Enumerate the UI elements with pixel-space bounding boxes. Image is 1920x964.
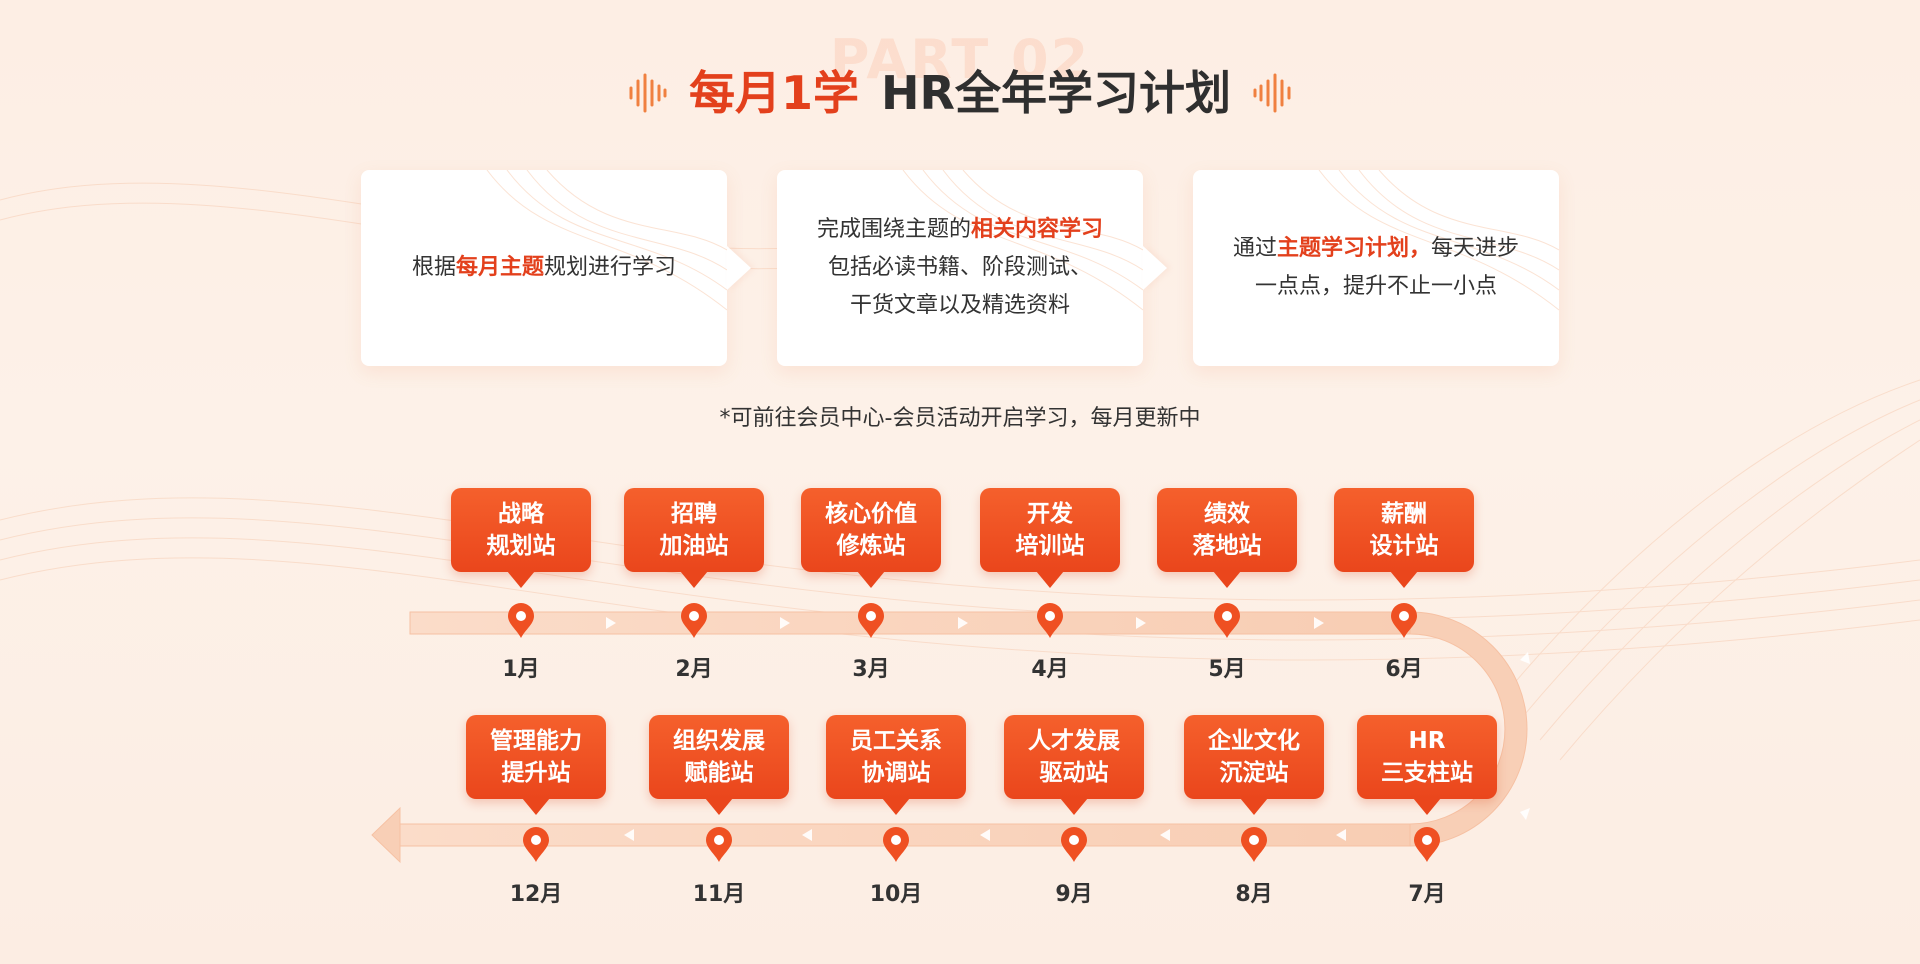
month-label: 9月 bbox=[1055, 882, 1093, 907]
card-arrow bbox=[1143, 246, 1167, 290]
station-training[interactable]: 开发培训站 bbox=[980, 488, 1120, 588]
card-2-highlight: 相关内容学习 bbox=[971, 217, 1104, 242]
card-step-3: 通过主题学习计划，每天进步 一点点，提升不止一小点 bbox=[1193, 170, 1559, 366]
month-label: 7月 bbox=[1408, 882, 1446, 907]
month-label: 8月 bbox=[1235, 882, 1273, 907]
sound-wave-icon bbox=[1253, 73, 1291, 113]
station-employee-relations[interactable]: 员工关系协调站 bbox=[826, 715, 966, 815]
location-pin-dot bbox=[891, 835, 901, 845]
month-label: 1月 bbox=[502, 657, 540, 682]
location-pin-dot bbox=[1222, 611, 1232, 621]
card-3-highlight: 主题学习计划， bbox=[1276, 236, 1431, 261]
station-talent-development[interactable]: 人才发展驱动站 bbox=[1004, 715, 1144, 815]
location-pin-dot bbox=[689, 611, 699, 621]
month-label: 6月 bbox=[1385, 657, 1423, 682]
card-step-2: 完成围绕主题的相关内容学习 包括必读书籍、阶段测试、 干货文章以及精选资料 bbox=[777, 170, 1167, 366]
location-pin-dot bbox=[1249, 835, 1259, 845]
title-main: HR全年学习计划 bbox=[881, 66, 1231, 120]
station-culture[interactable]: 企业文化沉淀站 bbox=[1184, 715, 1324, 815]
month-label: 4月 bbox=[1031, 657, 1069, 682]
card-step-1: 根据每月主题规划进行学习 bbox=[361, 170, 751, 366]
location-pin-dot bbox=[531, 835, 541, 845]
location-pin-dot bbox=[1069, 835, 1079, 845]
month-label: 11月 bbox=[692, 882, 746, 907]
location-pin-dot bbox=[516, 611, 526, 621]
location-pin-dot bbox=[1399, 611, 1409, 621]
station-core-values[interactable]: 核心价值修炼站 bbox=[801, 488, 941, 588]
station-compensation[interactable]: 薪酬设计站 bbox=[1334, 488, 1474, 588]
station-management[interactable]: 管理能力提升站 bbox=[466, 715, 606, 815]
card-arrow bbox=[727, 246, 751, 290]
month-label: 3月 bbox=[852, 657, 890, 682]
month-label: 5月 bbox=[1208, 657, 1246, 682]
sound-wave-icon bbox=[629, 73, 667, 113]
station-org-development[interactable]: 组织发展赋能站 bbox=[649, 715, 789, 815]
location-pin-dot bbox=[1045, 611, 1055, 621]
page-title: 每月1学 HR全年学习计划 bbox=[0, 60, 1920, 126]
membership-note: *可前往会员中心-会员活动开启学习，每月更新中 bbox=[719, 406, 1201, 431]
part-watermark: PART 02 bbox=[829, 28, 1091, 91]
location-pin-dot bbox=[1422, 835, 1432, 845]
month-label: 2月 bbox=[675, 657, 713, 682]
card-1-highlight: 每月主题 bbox=[455, 255, 544, 280]
location-pin-dot bbox=[714, 835, 724, 845]
station-performance[interactable]: 绩效落地站 bbox=[1157, 488, 1297, 588]
location-pin-dot bbox=[866, 611, 876, 621]
station-strategy[interactable]: 战略规划站 bbox=[451, 488, 591, 588]
month-label: 12月 bbox=[509, 882, 563, 907]
title-accent: 每月1学 bbox=[689, 66, 860, 120]
station-recruiting[interactable]: 招聘加油站 bbox=[624, 488, 764, 588]
month-label: 10月 bbox=[869, 882, 923, 907]
